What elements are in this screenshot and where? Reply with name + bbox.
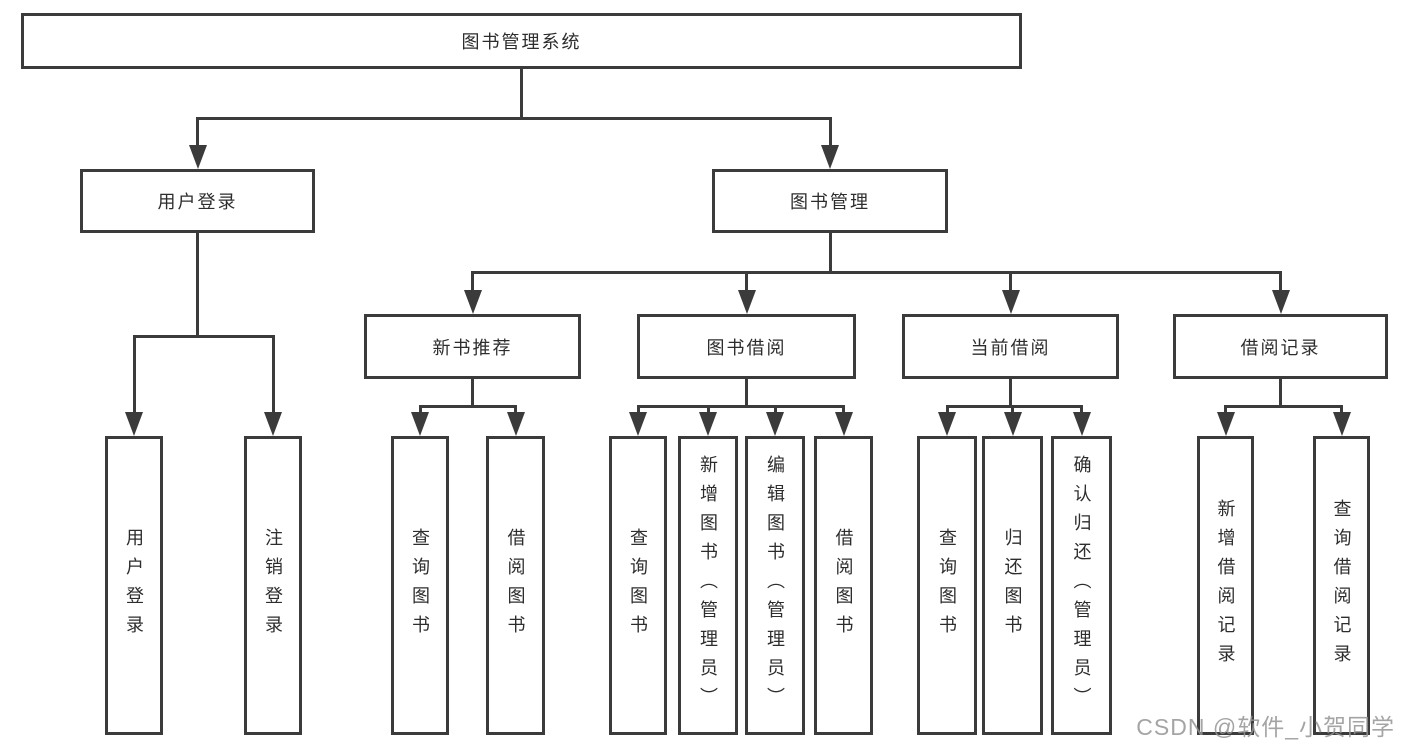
connector-line <box>706 404 710 416</box>
connector-line <box>945 404 1083 408</box>
arrowhead-icon <box>463 290 482 314</box>
node-leaf-add-borrow-record: 新增借阅记录 <box>1197 436 1254 735</box>
arrowhead-icon <box>1003 412 1022 436</box>
node-leaf-confirm-return: 确认归还（管理员） <box>1051 436 1112 735</box>
connector-line <box>1009 270 1012 294</box>
node-label: 查询图书 <box>410 527 430 644</box>
node-leaf-return-books: 归还图书 <box>982 436 1043 735</box>
connector-line <box>471 270 1282 274</box>
node-label: 图书借阅 <box>706 337 787 358</box>
arrowhead-icon <box>1332 412 1351 436</box>
node-user-login: 用户登录 <box>80 169 315 233</box>
node-label: 新书推荐 <box>432 337 513 358</box>
connector-line <box>1011 404 1014 416</box>
arrowhead-icon <box>125 412 143 436</box>
connector-line <box>1279 379 1282 406</box>
arrowhead-icon <box>766 412 784 436</box>
node-label: 查询图书 <box>937 527 957 644</box>
node-label: 确认归还（管理员） <box>1071 455 1092 716</box>
connector-line <box>745 379 748 406</box>
arrowhead-icon <box>737 290 756 314</box>
connector-line <box>1279 270 1282 294</box>
node-label: 借阅图书 <box>505 527 526 644</box>
arrowhead-icon <box>264 412 282 436</box>
connector-line <box>636 404 845 408</box>
node-label: 借阅图书 <box>833 527 854 644</box>
connector-line <box>1224 404 1343 408</box>
connector-line <box>842 404 845 416</box>
arrowhead-icon <box>1072 412 1091 436</box>
connector-line <box>1340 404 1343 416</box>
arrowhead-icon <box>699 412 717 436</box>
arrowhead-icon <box>629 412 647 436</box>
connector-line <box>471 270 474 294</box>
node-label: 归还图书 <box>1002 527 1023 644</box>
node-label: 用户登录 <box>157 192 238 212</box>
connector-line <box>828 116 832 149</box>
connector-line <box>1080 404 1083 416</box>
connector-line <box>196 233 199 336</box>
node-leaf-borrow-books-2: 借阅图书 <box>814 436 873 735</box>
arrowhead-icon <box>1216 412 1235 436</box>
node-label: 查询借阅记录 <box>1331 498 1352 673</box>
node-leaf-query-borrow-record: 查询借阅记录 <box>1313 436 1370 735</box>
arrowhead-icon <box>506 412 525 436</box>
arrowhead-icon <box>938 412 956 436</box>
node-label: 借阅记录 <box>1240 337 1321 358</box>
connector-line <box>418 404 517 408</box>
connector-line <box>745 270 748 294</box>
connector-line <box>418 404 422 416</box>
node-leaf-query-books-3: 查询图书 <box>917 436 977 735</box>
connector-line <box>132 334 275 338</box>
connector-line <box>471 379 474 406</box>
arrowhead-icon <box>411 412 429 436</box>
node-label: 查询图书 <box>628 527 648 644</box>
node-book-mgmt: 图书管理 <box>712 169 948 233</box>
node-leaf-user-login: 用户登录 <box>105 436 163 735</box>
arrowhead-icon <box>821 145 839 169</box>
arrowhead-icon <box>1271 290 1290 314</box>
arrowhead-icon <box>188 145 207 169</box>
node-label: 注销登录 <box>263 527 283 644</box>
node-leaf-query-books-2: 查询图书 <box>609 436 667 735</box>
node-label: 编辑图书（管理员） <box>765 455 785 716</box>
connector-line <box>514 404 517 416</box>
connector-line <box>828 233 832 272</box>
connector-line <box>271 334 275 416</box>
node-label: 新增图书（管理员） <box>698 455 718 716</box>
node-leaf-add-books: 新增图书（管理员） <box>678 436 738 735</box>
node-label: 新增借阅记录 <box>1215 498 1236 673</box>
connector-line <box>132 334 136 416</box>
arrowhead-icon <box>1001 290 1020 314</box>
connector-line <box>1009 379 1012 406</box>
connector-line <box>196 116 199 149</box>
node-label: 当前借阅 <box>970 337 1051 358</box>
node-new-book-rec: 新书推荐 <box>364 314 581 379</box>
node-current-borrow: 当前借阅 <box>902 314 1119 379</box>
connector-line <box>520 69 523 118</box>
connector-line <box>945 404 949 416</box>
arrowhead-icon <box>834 412 853 436</box>
node-label: 用户登录 <box>124 527 144 644</box>
node-book-borrow: 图书借阅 <box>637 314 856 379</box>
node-leaf-borrow-books-1: 借阅图书 <box>486 436 545 735</box>
connector-line <box>196 116 832 120</box>
connector-line <box>636 404 640 416</box>
node-label: 图书管理 <box>790 192 870 212</box>
node-leaf-edit-books: 编辑图书（管理员） <box>745 436 805 735</box>
csdn-watermark: CSDN @软件_小贺同学 <box>1136 714 1395 740</box>
node-borrow-records: 借阅记录 <box>1173 314 1388 379</box>
node-leaf-logout: 注销登录 <box>244 436 302 735</box>
node-label: 图书管理系统 <box>461 32 582 52</box>
node-leaf-query-books-1: 查询图书 <box>391 436 449 735</box>
node-root: 图书管理系统 <box>21 13 1022 69</box>
connector-line <box>773 404 777 416</box>
connector-line <box>1224 404 1227 416</box>
